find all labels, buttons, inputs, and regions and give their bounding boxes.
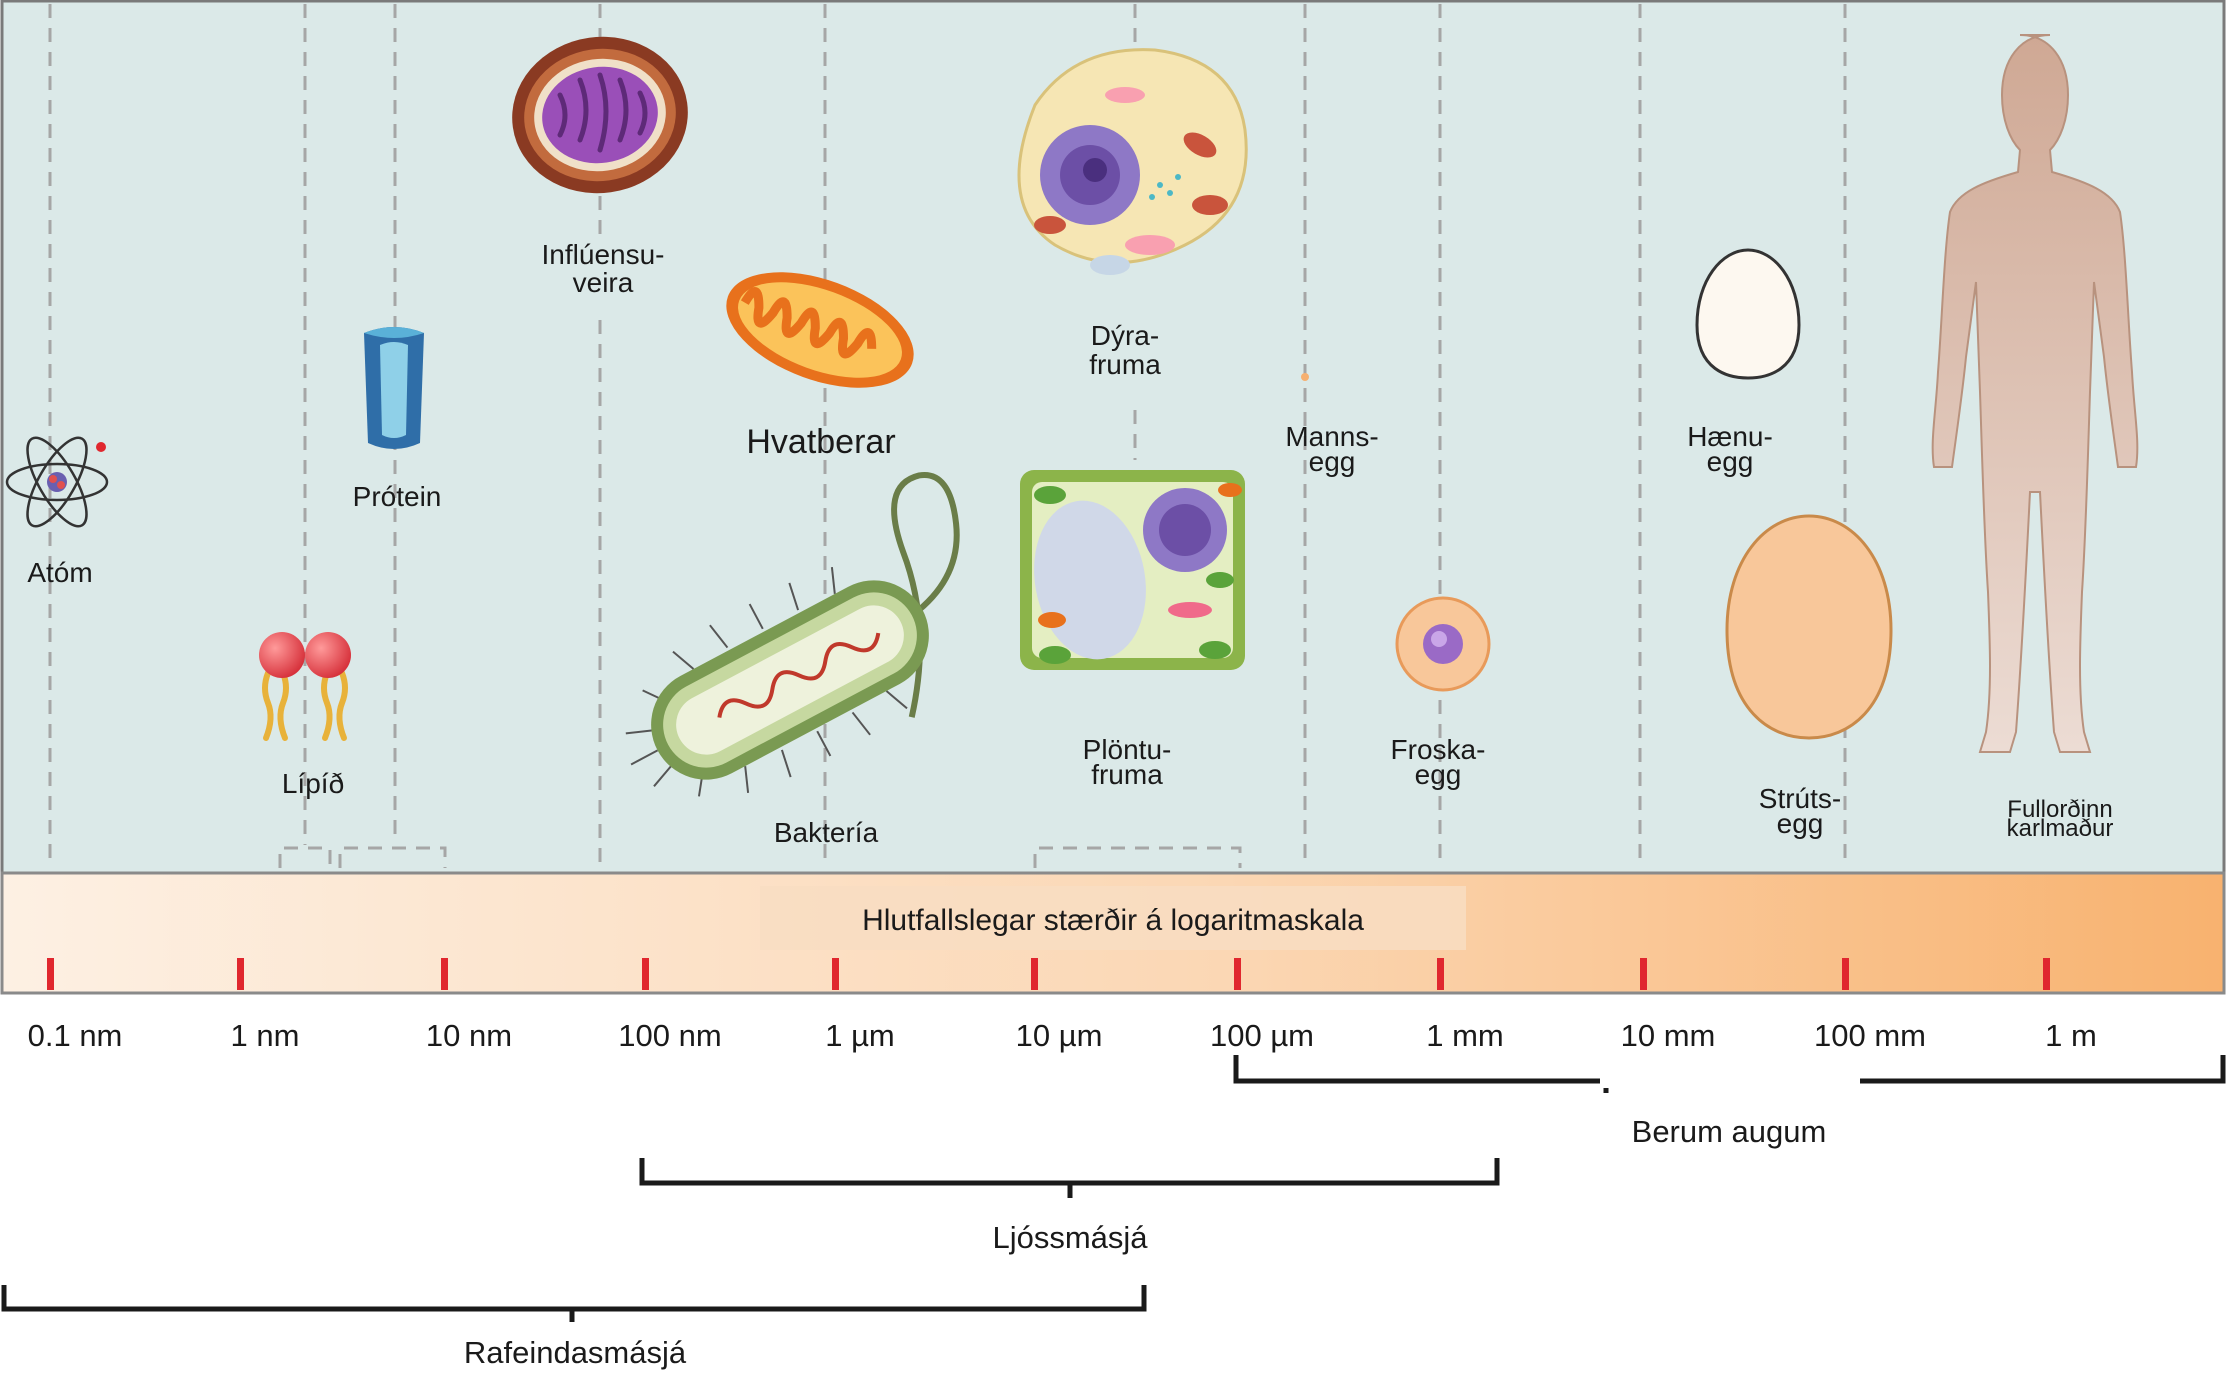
scale-ticks	[47, 958, 2050, 990]
scale-tick	[1234, 958, 1241, 990]
mitochondria-label: Hvatberar	[746, 423, 895, 461]
scale-tick	[2043, 958, 2050, 990]
scale-tick	[832, 958, 839, 990]
naked-eye-bracket	[1233, 1055, 2226, 1084]
mitochondrion-icon	[726, 272, 914, 388]
virus-icon	[512, 36, 688, 194]
scale-tick	[1031, 958, 1038, 990]
light-microscope-label: Ljóssmásjá	[992, 1220, 1148, 1255]
ostrich-egg-icon	[1725, 514, 1893, 740]
scale-tick-label: 100 µm	[1210, 1018, 1314, 1053]
human-silhouette-icon	[1931, 34, 2139, 753]
naked-eye-label: Berum augum	[1632, 1114, 1827, 1149]
scale-tick-label: 0.1 nm	[28, 1018, 123, 1053]
scale-tick-label: 100 mm	[1814, 1018, 1926, 1053]
scale-tick-label: 100 nm	[618, 1018, 721, 1053]
animal-cell-icon	[1017, 48, 1248, 275]
scale-tick	[1842, 958, 1849, 990]
scale-tick	[1437, 958, 1444, 990]
scale-tick-label: 1 m	[2045, 1018, 2097, 1053]
atom-label: Atóm	[27, 557, 92, 588]
scale-title-box	[760, 886, 1466, 950]
hen-egg-label: Hænu-egg	[1687, 421, 1773, 477]
light-microscope-bracket	[639, 1158, 1500, 1186]
frog-egg-icon	[1395, 596, 1491, 692]
frog-egg-label: Froska-egg	[1391, 734, 1486, 790]
scale-tick-label: 1 nm	[231, 1018, 300, 1053]
scale-tick	[642, 958, 649, 990]
protein-icon	[364, 327, 424, 449]
ostrich-egg-label: Strúts-egg	[1759, 783, 1841, 839]
scale-tick-label: 10 nm	[426, 1018, 512, 1053]
scale-tick	[1640, 958, 1647, 990]
electron-microscope-label: Rafeindasmásjá	[464, 1335, 687, 1370]
scale-tick-labels: 0.1 nm 1 nm 10 nm 100 nm 1 µm 10 µm 100 µm 1 mm…	[28, 1018, 2097, 1053]
plant-cell-icon	[1020, 470, 1245, 670]
scale-tick-label: 10 µm	[1016, 1018, 1103, 1053]
plant-cell-label: Plöntu-fruma	[1083, 734, 1172, 790]
scale-tick	[237, 958, 244, 990]
scale-tick-label: 10 mm	[1621, 1018, 1716, 1053]
protein-label: Prótein	[353, 481, 442, 512]
scale-tick-label: 1 mm	[1426, 1018, 1504, 1053]
bacteria-label: Baktería	[774, 817, 879, 848]
lipid-icon	[259, 632, 351, 741]
electron-microscope-bracket	[1, 1285, 1147, 1312]
lipid-label: Lípíð	[282, 768, 344, 799]
influenza-label: Inflúensu-veira	[542, 239, 665, 298]
animal-cell-label: Dýra-fruma	[1089, 320, 1161, 380]
human-egg-icon	[1301, 373, 1309, 381]
scale-tick-label: 1 µm	[825, 1018, 895, 1053]
scale-tick	[47, 958, 54, 990]
scale-title: Hlutfallslegar stærðir á logaritmaskala	[862, 904, 1364, 937]
hen-egg-icon	[1695, 248, 1801, 380]
bacterium-icon	[625, 472, 960, 797]
scale-tick	[441, 958, 448, 990]
human-egg-label: Manns-egg	[1285, 421, 1378, 477]
range-brackets	[1, 1055, 2226, 1322]
